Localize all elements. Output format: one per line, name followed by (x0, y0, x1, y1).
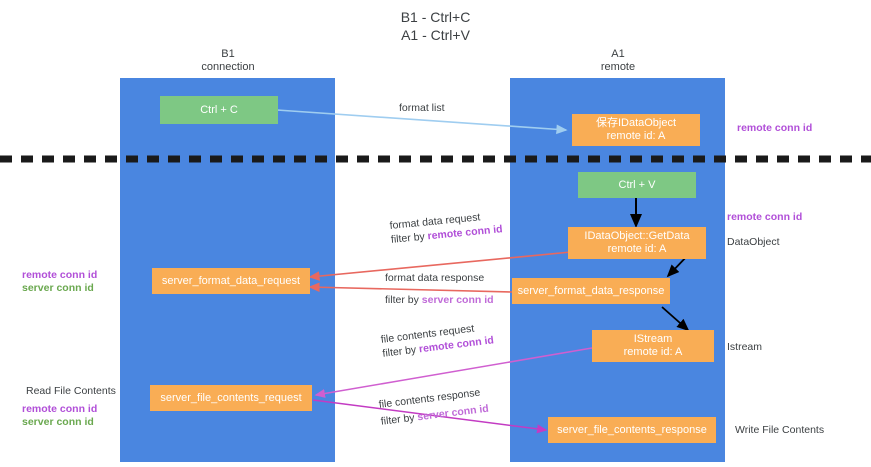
node-ctrl-c-label: Ctrl + C (200, 103, 238, 116)
column-header-a1: A1 remote (538, 48, 698, 74)
annotation-write-file-contents: Write File Contents (735, 424, 825, 436)
column-header-b1: B1 connection (148, 48, 308, 74)
edge-label-file-contents-response: file contents response filter by server … (378, 385, 490, 429)
node-server-format-data-request-label: server_format_data_request (161, 274, 301, 287)
node-ctrl-v-label: Ctrl + V (618, 178, 656, 191)
annotation-left-remote-conn-id-lower: remote conn id (22, 403, 98, 415)
edge-label-format-data-request: format data request filter by remote con… (389, 208, 503, 247)
node-ctrl-c[interactable]: Ctrl + C (160, 96, 278, 124)
node-save-idataobject-line2: remote id: A (606, 130, 666, 142)
column-header-b1-name: B1 (221, 48, 235, 60)
node-server-format-data-response[interactable]: server_format_data_response (512, 278, 670, 304)
annotation-dataobject: DataObject (727, 236, 780, 248)
node-server-file-contents-response-label: server_file_contents_response (557, 423, 707, 436)
edge-filter-key-server-conn-id-1: server conn id (421, 294, 494, 306)
column-header-a1-role: remote (600, 61, 636, 73)
edge-label-format-data-response-text: format data response (385, 272, 485, 284)
annotation-remote-conn-id-mid: remote conn id (727, 211, 803, 223)
column-header-a1-name: A1 (611, 48, 625, 60)
node-server-format-data-response-label: server_format_data_response (517, 284, 665, 297)
node-istream[interactable]: IStream remote id: A (592, 330, 714, 362)
edge-label-format-data-response: format data response filter by server co… (385, 271, 494, 307)
node-server-file-contents-request-label: server_file_contents_request (160, 391, 302, 404)
node-server-format-data-request[interactable]: server_format_data_request (152, 268, 310, 294)
node-server-file-contents-request[interactable]: server_file_contents_request (150, 385, 312, 411)
annotation-remote-conn-id-top: remote conn id (737, 122, 813, 134)
section-divider (0, 155, 871, 163)
edge-label-file-contents-request: file contents request filter by remote c… (380, 319, 495, 360)
title-line-1: B1 - Ctrl+C (400, 9, 471, 25)
node-ctrl-v[interactable]: Ctrl + V (578, 172, 696, 198)
annotation-read-file-contents: Read File Contents (26, 385, 116, 397)
node-idataobject-getdata[interactable]: IDataObject::GetData remote id: A (568, 227, 706, 259)
annotation-left-server-conn-id-upper: server conn id (22, 282, 94, 294)
edge-label-format-list-text: format list (399, 102, 445, 114)
edge-label-format-list: format list (399, 101, 445, 115)
node-server-file-contents-response[interactable]: server_file_contents_response (548, 417, 716, 443)
node-istream-line1: IStream (633, 333, 673, 345)
node-istream-line2: remote id: A (623, 346, 683, 358)
annotation-left-server-conn-id-lower: server conn id (22, 416, 94, 428)
annotation-istream: Istream (727, 341, 763, 353)
title-line-2: A1 - Ctrl+V (401, 27, 470, 43)
node-save-idataobject[interactable]: 保存IDataObject remote id: A (572, 114, 700, 146)
column-header-b1-role: connection (201, 61, 255, 73)
page-title: B1 - Ctrl+C A1 - Ctrl+V (0, 8, 871, 44)
annotation-left-remote-conn-id-upper: remote conn id (22, 269, 98, 281)
node-getdata-line2: remote id: A (607, 243, 667, 255)
edge-label-format-data-response-filter: filter by server conn id (385, 294, 494, 306)
node-getdata-line1: IDataObject::GetData (584, 230, 690, 242)
node-save-idataobject-line1: 保存IDataObject (595, 117, 677, 129)
